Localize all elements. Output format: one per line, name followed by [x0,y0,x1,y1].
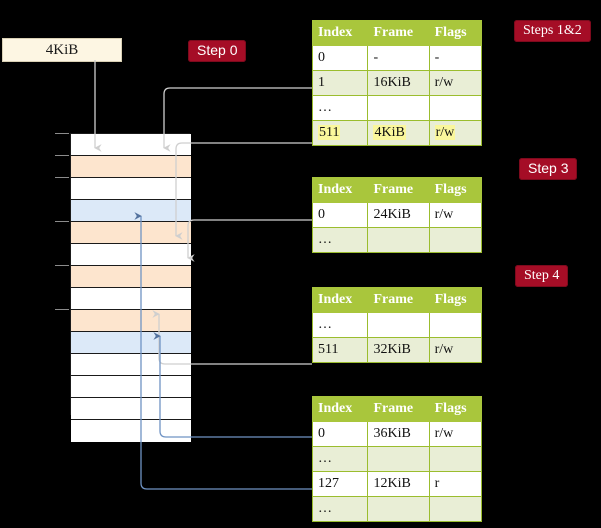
wire-pdpt-entry0-to-mem [187,219,312,262]
table-header-frame: Frame [367,396,430,422]
table-cell [428,227,483,253]
memory-frame-row [71,266,191,288]
highlighted-value: r/w [434,125,456,140]
table-cell: 0 [311,202,369,228]
table-cell [428,446,483,472]
table-cell: 0 [311,45,369,71]
table-row: … [311,496,483,522]
table-cell: 4KiB [367,120,430,146]
table-row: … [311,95,483,121]
memory-row-tick [55,155,69,156]
highlighted-value: 511 [318,125,341,140]
table-cell: … [311,227,369,253]
table-row: 0-- [311,45,483,71]
memory-row-tick [55,133,69,134]
table-cell [367,312,430,338]
table-cell: 12KiB [367,471,430,497]
table-header-flags: Flags [428,287,483,313]
highlighted-value: 4KiB [373,125,406,140]
memory-frame-row [71,398,191,420]
table-cell: 127 [311,471,369,497]
table-cell [367,496,430,522]
table-header-frame: Frame [367,177,430,203]
table-header-frame: Frame [367,20,430,46]
memory-frame-row [71,376,191,398]
memory-row-tick [55,177,69,178]
table-cell [367,227,430,253]
table-cell [428,95,483,121]
memory-frame-row [71,332,191,354]
memory-row-tick [55,265,69,266]
page-frame-label: 4KiB [45,42,79,58]
table-cell [428,312,483,338]
table-row: 511 4KiB r/w [311,120,483,146]
table-row: … [311,446,483,472]
table-cell: 24KiB [367,202,430,228]
table-cell: … [311,446,369,472]
table-cell: … [311,312,369,338]
memory-row-tick [55,309,69,310]
table-header-index: Index [311,20,369,46]
page-frame-box: 4KiB [2,38,122,62]
table-header-index: Index [311,177,369,203]
table-cell: … [311,95,369,121]
table-header-frame: Frame [367,287,430,313]
table-cell: r [428,471,483,497]
table-cell: 36KiB [367,421,430,447]
table-header-index: Index [311,287,369,313]
table-cell [428,496,483,522]
physical-memory-column [70,133,191,442]
table-cell: 0 [311,421,369,447]
table-cell: 32KiB [367,337,430,363]
memory-frame-row [71,310,191,332]
memory-row-tick [55,221,69,222]
memory-frame-row [71,222,191,244]
memory-frame-row [71,178,191,200]
table-cell: 1 [311,70,369,96]
table-cell: r/w [428,337,483,363]
badge-step-3: Step 3 [519,158,578,180]
table-cell: r/w [428,70,483,96]
table-cell: 511 [311,120,369,146]
table-cell: - [428,45,483,71]
table-header-flags: Flags [428,177,483,203]
table-row: … [311,227,483,253]
memory-frame-row [71,420,191,442]
table-cell: r/w [428,421,483,447]
table-cell: r/w [428,202,483,228]
wire-pml4-entry511-to-mem [175,142,312,240]
table-header-flags: Flags [428,396,483,422]
table-cell: r/w [428,120,483,146]
memory-frame-row [71,200,191,222]
memory-frame-row [71,288,191,310]
table-cell: 16KiB [367,70,430,96]
table-row: … [311,312,483,338]
badge-steps-1-and-2: Steps 1&2 [514,20,591,42]
badge-step-0: Step 0 [188,40,247,62]
table-cell [367,446,430,472]
table-header-index: Index [311,396,369,422]
memory-frame-row [71,354,191,376]
table-cell: 511 [311,337,369,363]
table-header-flags: Flags [428,20,483,46]
memory-frame-row [71,134,191,156]
table-cell: … [311,496,369,522]
badge-step-4: Step 4 [515,265,569,287]
table-cell [367,95,430,121]
table-cell: - [367,45,430,71]
memory-frame-row [71,244,191,266]
memory-frame-row [71,156,191,178]
